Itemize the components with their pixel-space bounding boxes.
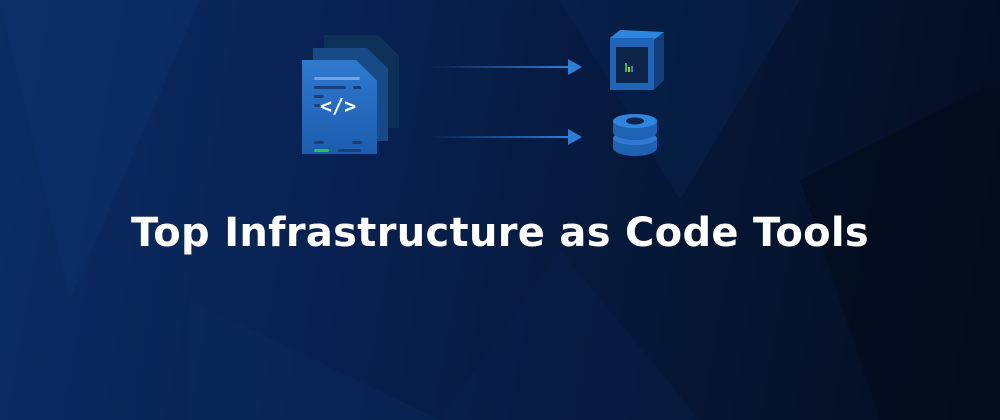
- code-brackets-icon: </>: [320, 94, 357, 118]
- server-icon: [610, 30, 664, 90]
- arrow-right-icon: [427, 59, 582, 75]
- code-document-stack-icon: </>: [302, 35, 402, 155]
- page-title: Top Infrastructure as Code Tools: [130, 210, 870, 256]
- arrow-right-icon: [427, 129, 582, 145]
- database-icon: [613, 114, 657, 156]
